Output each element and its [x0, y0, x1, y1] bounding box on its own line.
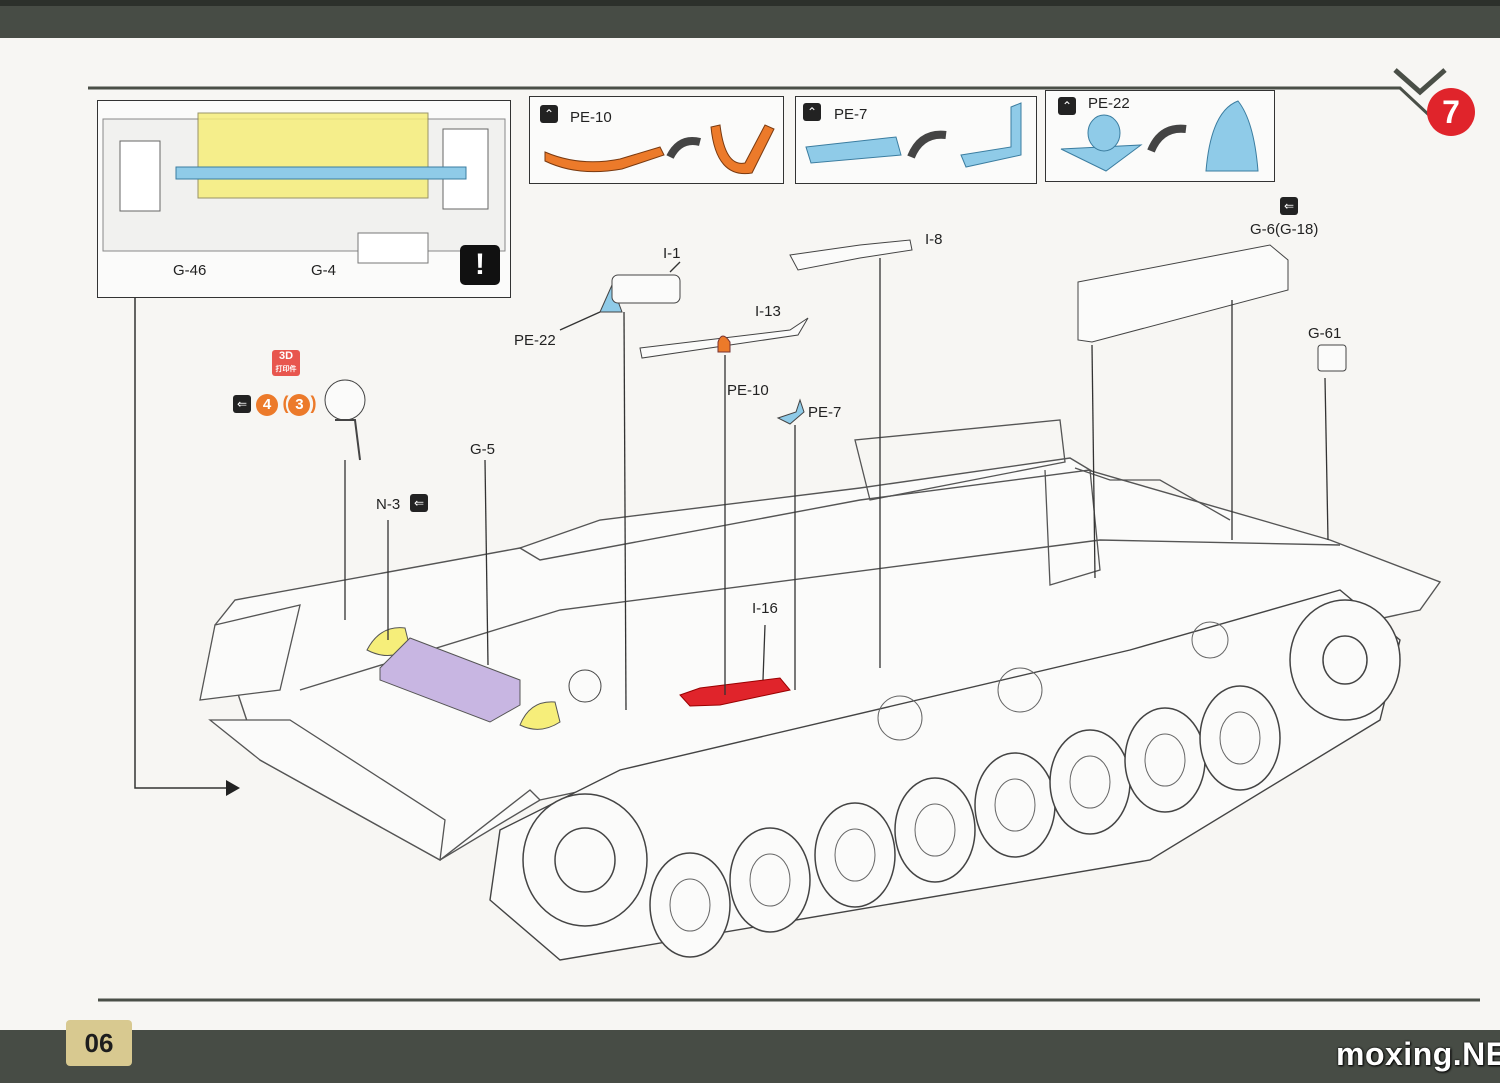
label-i1: I-1: [663, 245, 681, 262]
reference-arrow-icon: ⇐: [1280, 197, 1298, 215]
warning-icon: !: [460, 245, 500, 285]
label-g4: G-4: [311, 262, 337, 279]
label-g6: G-6(G-18): [1250, 221, 1319, 238]
pe7-small-part: [776, 398, 805, 425]
label-i16: I-16: [752, 600, 778, 617]
label-pe10: PE-10: [727, 382, 769, 399]
pe10-small-part: [717, 335, 731, 353]
top-header-edge: [0, 0, 1500, 6]
bend-part-icon: ⌃: [540, 105, 558, 123]
bend-part-icon: ⌃: [803, 103, 821, 121]
label-pe22: PE-22: [514, 332, 556, 349]
headlight-part: [324, 379, 366, 421]
pe7-panel-label: PE-7: [834, 106, 868, 123]
pe10-panel-label: PE-10: [570, 109, 612, 126]
pe22-bend-panel: ⌃ PE-22: [1045, 90, 1275, 182]
print-number-b: 3: [288, 394, 311, 416]
bottom-footer-bar: [0, 1030, 1500, 1083]
highlight-part-yellow: [519, 701, 561, 730]
bracket-open: (: [282, 393, 289, 413]
reference-arrow-icon: ⇐: [233, 395, 251, 413]
label-g5: G-5: [470, 441, 496, 458]
top-header-bar: [0, 0, 1500, 38]
label-i8: I-8: [925, 231, 943, 248]
label-g46: G-46: [173, 262, 207, 279]
label-i13: I-13: [755, 303, 781, 320]
print-number-a: 4: [256, 394, 278, 416]
pe10-bend-panel: ⌃ PE-10: [529, 96, 784, 184]
pe22-panel-label: PE-22: [1088, 95, 1130, 112]
label-pe7: PE-7: [808, 404, 842, 421]
part-i1: [611, 274, 681, 304]
detail-inset: [97, 100, 511, 298]
3d-print-badge: 3D 打印件: [272, 350, 300, 376]
reference-arrow-icon: ⇐: [410, 494, 428, 512]
part-i8: [789, 239, 913, 271]
bend-part-icon: ⌃: [1058, 97, 1076, 115]
3d-print-callout: 4 (3): [256, 393, 316, 416]
red-part-i16: [679, 677, 791, 707]
g46-rail-part: [175, 166, 467, 180]
pe7-bend-panel: ⌃ PE-7: [795, 96, 1037, 184]
step-number-badge: 7: [1427, 88, 1475, 136]
page-number: 06: [66, 1020, 132, 1066]
bracket-close: ): [310, 393, 317, 413]
3d-print-badge-sub: 打印件: [275, 366, 297, 373]
part-g61: [1317, 344, 1347, 372]
3d-print-badge-title: 3D: [278, 350, 294, 362]
spare-track-links-g5: [379, 637, 521, 723]
part-g6: [1077, 244, 1289, 343]
detail-drawing: [102, 112, 506, 264]
site-watermark: moxing.NET: [1336, 1036, 1500, 1072]
label-g61: G-61: [1308, 325, 1342, 342]
label-n3: N-3: [376, 496, 401, 513]
pointer-hand-icon: [226, 780, 240, 796]
